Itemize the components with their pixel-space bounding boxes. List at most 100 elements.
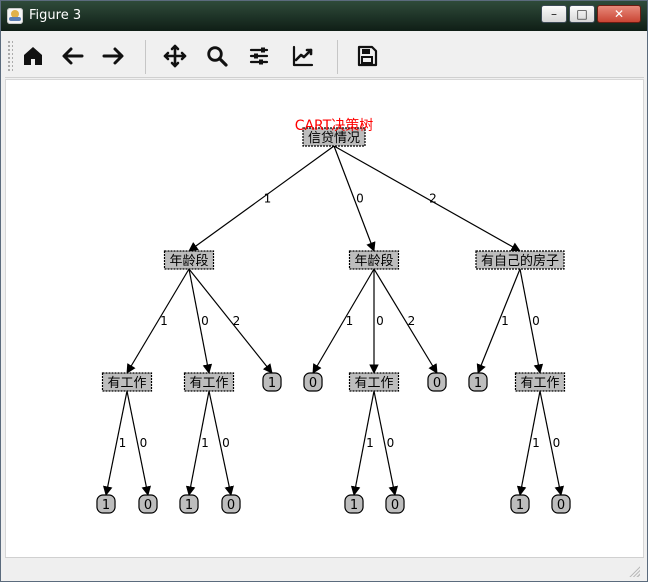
tree-leaf-node: 1 (96, 494, 116, 514)
tree-leaf-node: 1 (344, 494, 364, 514)
decision-label: 年龄段 (169, 254, 208, 269)
tree-edge-label: 1 (119, 436, 127, 450)
tree-edge-label: 1 (501, 314, 509, 328)
leaf-box (179, 494, 199, 514)
tree-edge-line (126, 390, 151, 496)
tree-edge-label: 0 (553, 436, 561, 450)
move-icon (163, 44, 187, 68)
leaf-box (262, 372, 282, 392)
arrow-left-icon (62, 47, 84, 65)
tree-edge-line (516, 390, 541, 496)
window-controls: – □ ✕ (541, 5, 641, 23)
home-icon (24, 47, 42, 65)
title-bar[interactable]: Figure 3 – □ ✕ (1, 1, 647, 31)
close-button[interactable]: ✕ (597, 5, 641, 23)
tree-leaf-node: 1 (179, 494, 199, 514)
tree-edge-label: 0 (201, 314, 209, 328)
chart-line-icon (292, 45, 314, 67)
tree-decision-node: 有工作 (348, 372, 400, 392)
toolbar-edit-axis-button[interactable] (287, 40, 319, 72)
decision-box (348, 250, 400, 270)
tree-edge-line (188, 145, 335, 252)
decision-label: 有工作 (189, 376, 228, 391)
leaf-box (385, 494, 405, 514)
decision-label: 有工作 (107, 376, 146, 391)
leaf-box (138, 494, 158, 514)
search-icon (207, 46, 228, 67)
tree-edge-label: 1 (160, 314, 168, 328)
minimize-button[interactable]: – (541, 5, 567, 23)
leaf-box (468, 372, 488, 392)
tree-decision-node: 信贷情况 (302, 127, 366, 147)
decision-label: 有工作 (520, 376, 559, 391)
tree-edge-line (126, 268, 190, 374)
leaf-label: 0 (309, 376, 317, 391)
leaf-box (96, 494, 116, 514)
tree-edge-label: 0 (387, 436, 395, 450)
toolbar-home-button[interactable] (17, 40, 49, 72)
toolbar-save-button[interactable] (351, 40, 383, 72)
toolbar-separator (337, 40, 338, 74)
toolbar-zoom-button[interactable] (201, 40, 233, 72)
decision-box (183, 372, 235, 392)
toolbar-pan-button[interactable] (159, 40, 191, 72)
tree-leaf-node: 0 (385, 494, 405, 514)
tree-edge-line (103, 390, 128, 496)
tree-leaf-node: 0 (138, 494, 158, 514)
leaf-box (221, 494, 241, 514)
leaf-label: 0 (144, 498, 152, 513)
leaf-box (551, 494, 571, 514)
decision-box (475, 250, 565, 270)
minimize-icon: – (551, 7, 557, 21)
decision-label: 年龄段 (354, 254, 393, 269)
tree-decision-node: 有工作 (514, 372, 566, 392)
tree-edge-label: 0 (376, 314, 384, 328)
tree-leaf-node: 0 (303, 372, 323, 392)
tree-leaf-node: 0 (221, 494, 241, 514)
leaf-label: 0 (433, 376, 441, 391)
leaf-box (344, 494, 364, 514)
save-icon (357, 45, 378, 67)
leaf-label: 0 (227, 498, 235, 513)
sliders-icon (249, 47, 269, 65)
tree-edge-line (312, 268, 375, 374)
leaf-box (510, 494, 530, 514)
tree-edge-label: 2 (408, 314, 416, 328)
window-title: Figure 3 (29, 8, 82, 23)
tree-leaf-node: 0 (551, 494, 571, 514)
tree-edge-label: 2 (233, 314, 241, 328)
tree-edge-line (333, 145, 376, 252)
tree-decision-node: 年龄段 (163, 250, 215, 270)
decision-box (348, 372, 400, 392)
tree-edge-line (476, 268, 521, 374)
toolbar-forward-button[interactable] (97, 40, 129, 72)
toolbar-back-button[interactable] (57, 40, 89, 72)
leaf-label: 1 (350, 498, 358, 513)
tree-edge-label: 0 (532, 314, 540, 328)
resize-grip[interactable] (628, 565, 640, 577)
tree-leaf-node: 0 (427, 372, 447, 392)
tree-leaf-node: 1 (262, 372, 282, 392)
toolbar-subplots-button[interactable] (243, 40, 275, 72)
tree-edge-line (188, 268, 213, 374)
status-bar (5, 557, 644, 580)
close-icon: ✕ (613, 7, 625, 21)
maximize-button[interactable]: □ (569, 5, 595, 23)
tree-edge-label: 0 (356, 192, 364, 206)
leaf-label: 1 (474, 376, 482, 391)
tree-edge-label: 1 (366, 436, 374, 450)
tree-edge-line (333, 145, 521, 252)
decision-box (302, 127, 366, 147)
tree-edge-line (188, 268, 273, 374)
tree-edge-line (350, 390, 375, 496)
leaf-box (427, 372, 447, 392)
leaf-label: 0 (391, 498, 399, 513)
tree-decision-node: 有自己的房子 (475, 250, 565, 270)
toolbar-grip[interactable] (7, 40, 13, 72)
tree-edge-line (373, 390, 398, 496)
tree-edge-line (539, 390, 564, 496)
tree-decision-node: 有工作 (101, 372, 153, 392)
